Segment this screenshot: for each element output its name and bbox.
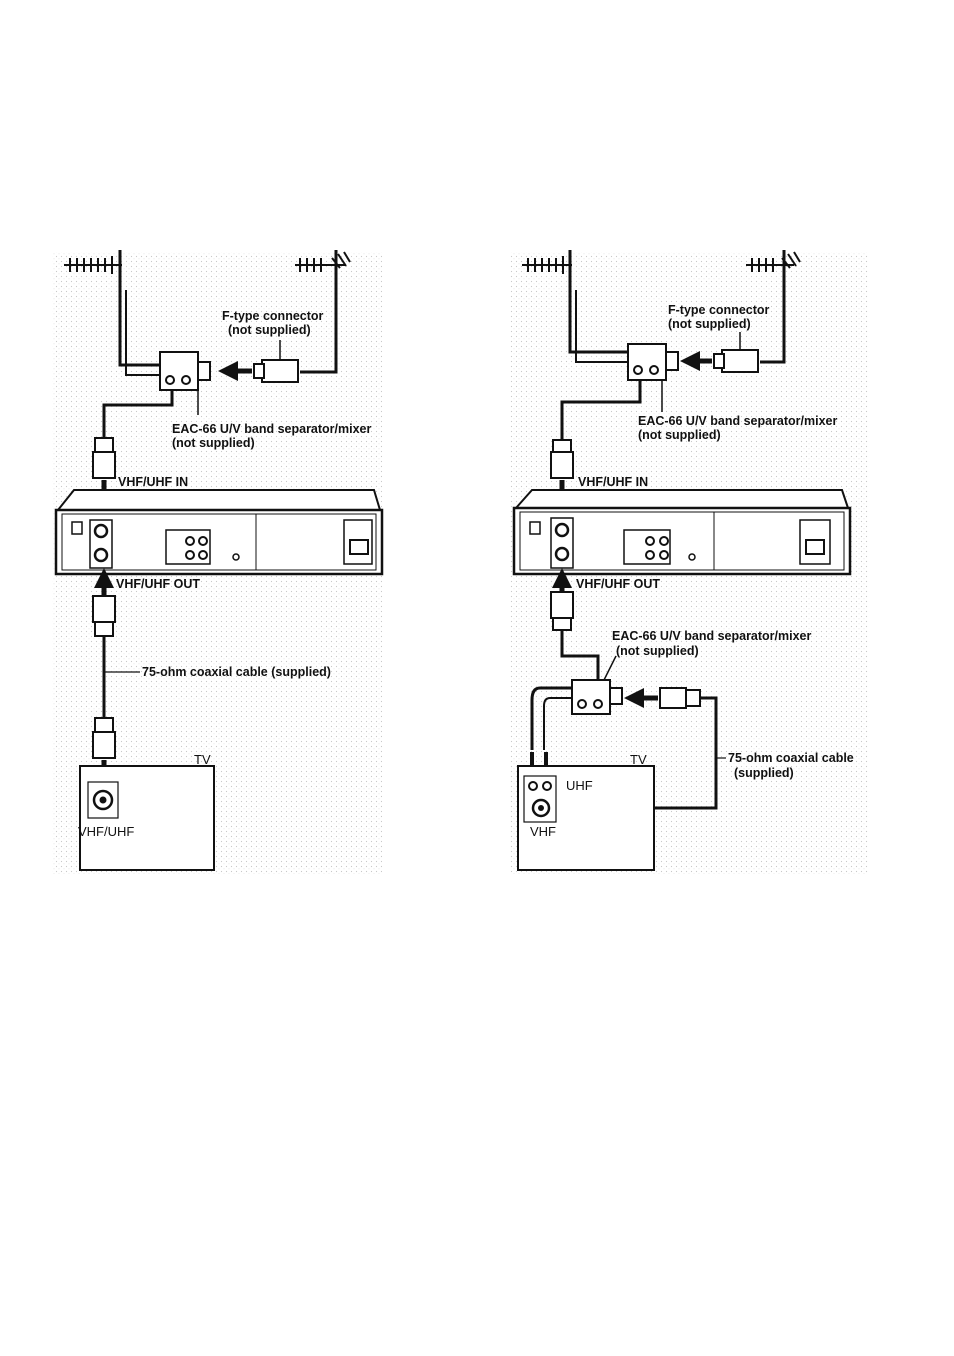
right-tv-uhf-jack-2 [542,781,552,791]
right-vhf-antenna-icon [522,250,572,290]
right-vcr-in-jack [554,522,570,538]
right-uhf-antenna-icon [746,250,801,290]
right-separator-twin-lead [530,686,572,750]
right-separator-bottom-label-1: EAC-66 U/V band separator/mixer [612,629,812,643]
right-separator-mixer-bottom [571,655,623,715]
right-cable-to-in [560,380,642,440]
left-vhf-twin-lead [118,290,160,367]
right-plug-in [550,439,574,479]
right-plug-out [550,591,574,631]
left-ftype-label-1: F-type connector [222,309,324,323]
left-separator-mixer [159,351,211,415]
left-vhf-antenna-icon [64,250,122,290]
right-coax-label-2: (supplied) [734,766,794,780]
right-tv-label: TV [630,752,647,767]
left-uhf-cable [300,290,338,374]
right-vcr [512,489,852,576]
left-tv-port-label: VHF/UHF [78,824,134,839]
right-vhf-twin-lead-2 [575,290,628,363]
left-separator-label-2: (not supplied) [172,436,255,450]
right-separator-mixer-top [627,343,679,412]
right-ftype-label-2: (not supplied) [668,317,751,331]
right-uhf-cable [760,290,786,364]
right-coax-label-1: 75-ohm coaxial cable [728,751,854,765]
right-plug-separator [659,687,701,709]
right-panel: F-type connector (not supplied) EAC-66 U… [510,250,868,874]
left-uhf-antenna-icon [295,250,351,290]
right-vhf-twin-lead [568,290,628,354]
right-tv [517,765,655,871]
right-tv-vhf-label: VHF [530,824,556,839]
right-vhf-uhf-in-label: VHF/UHF IN [578,475,648,489]
right-tv-uhf-label: UHF [566,778,593,793]
left-separator-label-1: EAC-66 U/V band separator/mixer [172,422,372,436]
left-vcr-in-jack [93,523,109,539]
left-vhf-uhf-out-label: VHF/UHF OUT [116,577,200,591]
right-separator-bottom-label-2: (not supplied) [616,644,699,658]
left-panel: F-type connector (not supplied) EAC-66 U… [52,250,384,874]
right-vcr-out-jack [554,546,570,562]
right-separator-top-label-2: (not supplied) [638,428,721,442]
right-ftype-label-1: F-type connector [668,303,770,317]
left-plug-in [92,437,116,479]
left-ftype-label-2: (not supplied) [228,323,311,337]
right-ftype-connector [713,332,759,373]
left-ftype-connector [253,340,299,383]
right-cable-to-separator [560,630,600,680]
left-vhf-uhf-in-label: VHF/UHF IN [118,475,188,489]
left-plug-out [92,595,116,637]
left-vcr-out-jack [93,547,109,563]
left-plug-tv [92,717,116,759]
left-tv [79,765,215,871]
right-separator-top-label-1: EAC-66 U/V band separator/mixer [638,414,838,428]
left-vhf-twin-lead-2 [125,290,160,376]
right-separator-twin-lead-2 [543,697,572,750]
right-vhf-uhf-out-label: VHF/UHF OUT [576,577,660,591]
left-coax-label: 75-ohm coaxial cable (supplied) [142,665,331,679]
right-coax-cable [628,696,718,810]
left-cable-to-in [102,390,174,438]
right-tv-uhf-jack-1 [528,781,538,791]
left-tv-label: TV [194,752,211,767]
left-vcr [54,489,384,576]
